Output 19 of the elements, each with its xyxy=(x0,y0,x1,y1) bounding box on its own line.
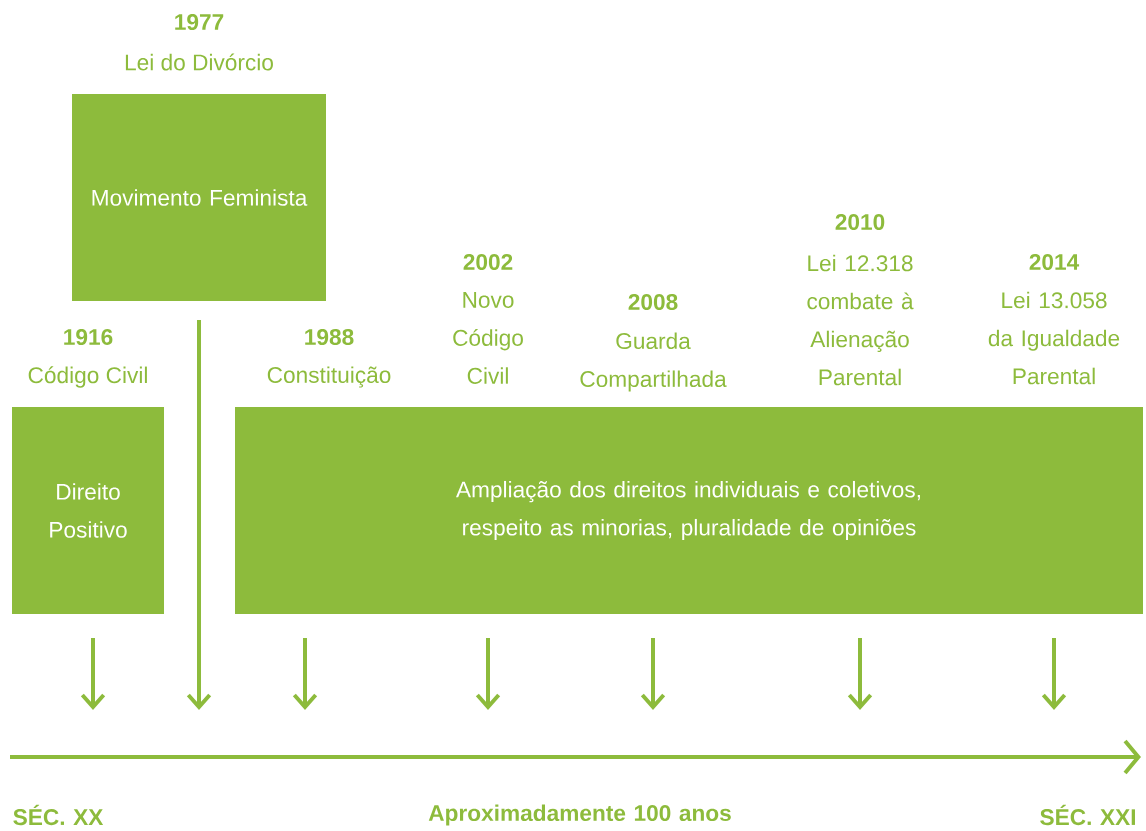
year-label: 2014 xyxy=(1029,253,1080,271)
year-label: 1977 xyxy=(175,13,224,31)
year-label: SÉC. XX xyxy=(13,804,104,826)
text-box: Direito Positivo xyxy=(12,407,164,614)
year-label: 1916 xyxy=(64,328,113,346)
year-label: 2002 xyxy=(463,253,513,271)
event-label: Constituição xyxy=(267,366,391,388)
event-label: Lei 12.318 combate à Alienação Parental xyxy=(807,254,914,386)
event-label: Lei do Divórcio xyxy=(125,53,273,71)
text-box: Ampliação dos direitos individuais e coletivos, respeito as minorias, pluralidade de opiniões xyxy=(235,407,1143,614)
event-label: Lei 13.058 da Igualdade Parental xyxy=(988,291,1120,385)
year-label: 1988 xyxy=(305,328,354,346)
year-label: 2008 xyxy=(628,293,678,311)
year-label: SÉC. XXI xyxy=(1040,804,1135,826)
text-box: Movimento Feminista xyxy=(72,94,326,301)
year-label: 2010 xyxy=(835,213,885,231)
event-label: Código Civil xyxy=(28,366,147,388)
event-label: Novo Código Civil xyxy=(453,292,523,384)
year-label: Aproximadamente 100 anos xyxy=(428,804,731,826)
